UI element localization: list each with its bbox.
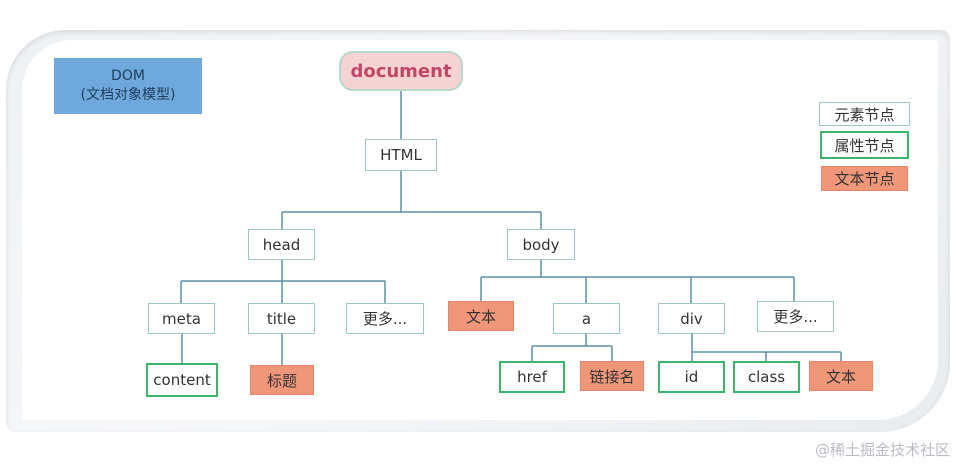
node-head: head [248, 229, 315, 260]
node-div: div [658, 303, 725, 334]
node-class: class [733, 361, 800, 393]
watermark: @稀土掘金技术社区 [814, 441, 950, 459]
node-html: HTML [365, 139, 437, 171]
node-href: href [499, 361, 565, 393]
legend-element-node: 元素节点 [819, 102, 910, 126]
node-id: id [658, 361, 725, 393]
node-head-more: 更多... [346, 303, 424, 334]
node-div-text: 文本 [809, 361, 873, 391]
legend-attribute-node: 属性节点 [820, 131, 909, 159]
node-title-text: 标题 [250, 365, 314, 395]
node-title: title [248, 303, 315, 334]
node-document: document [339, 51, 463, 91]
legend-text-node: 文本节点 [821, 166, 908, 191]
dom-title: DOM [111, 68, 145, 84]
dom-title-box: DOM (文档对象模型) [54, 58, 202, 114]
dom-subtitle: (文档对象模型) [80, 87, 176, 103]
node-body: body [507, 229, 575, 260]
node-body-text: 文本 [448, 301, 514, 331]
node-link-text: 链接名 [580, 361, 644, 391]
node-body-more: 更多... [757, 301, 834, 332]
node-a: a [553, 303, 620, 334]
node-meta: meta [148, 303, 215, 334]
node-content: content [146, 363, 218, 397]
